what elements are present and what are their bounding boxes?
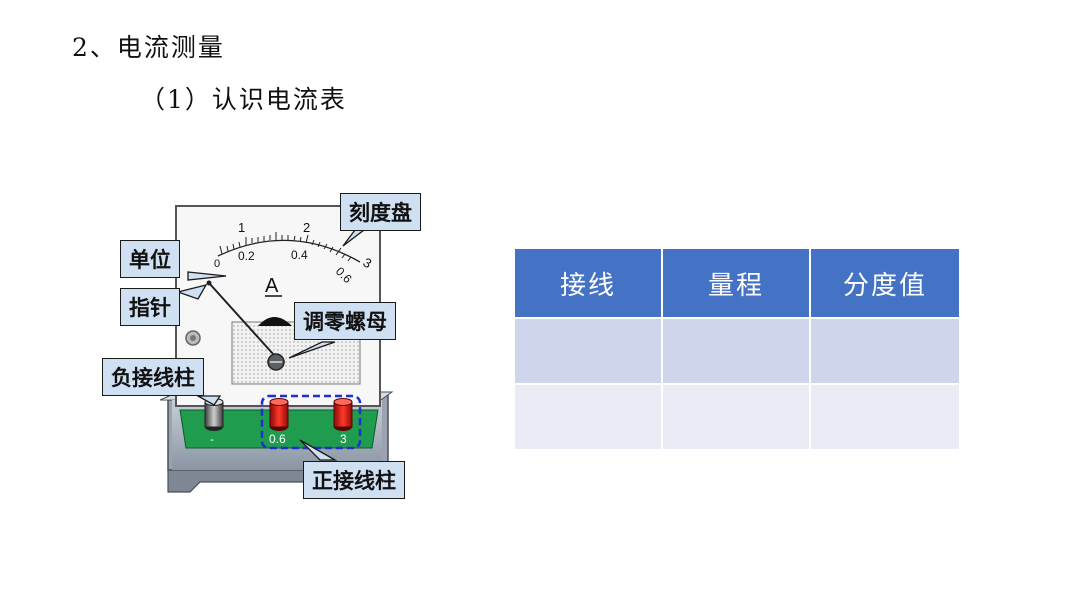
header-division-value: 分度值 [811,249,959,317]
terminal-label-0-6: 0.6 [269,432,286,446]
callout-pointer: 指针 [120,288,180,326]
callout-unit: 单位 [120,240,180,278]
positive-terminal-post-0-6 [269,398,289,431]
callout-dial: 刻度盘 [340,193,421,231]
terminal-label-3: 3 [340,432,347,446]
callout-pointers [175,229,366,461]
zero-adjust-screw [267,353,285,371]
slide-heading: 2、电流测量 [72,33,225,62]
table-cell [515,383,663,449]
unit-symbol: A [265,275,279,297]
table-cell [663,383,811,449]
table-cell [663,317,811,383]
terminal-label-neg: - [210,432,214,446]
callout-negative-terminal: 负接线柱 [102,358,204,396]
positive-terminals-highlight [260,394,362,450]
table-cell [515,317,663,383]
slide-subheading: （1）认识电流表 [140,85,347,114]
table-cell [811,383,959,449]
table-row [515,317,959,383]
scale-label-1: 1 [238,220,245,235]
header-wiring: 接线 [515,249,663,317]
scale-label-0-2: 0.2 [238,249,255,263]
callout-positive-terminal: 正接线柱 [303,461,405,499]
positive-terminal-post-3 [333,398,353,431]
pointer-needle [206,280,275,356]
header-range: 量程 [663,249,811,317]
table-cell [811,317,959,383]
scale-label-0: 0 [214,258,220,270]
callout-zero-adjust: 调零螺母 [294,302,396,340]
ammeter-illustration: 1 2 3 0 0.2 0.4 0.6 A - 0.6 3 [159,205,394,493]
table-header-row: 接线 量程 分度值 [515,249,959,317]
table-row [515,383,959,449]
scale-label-2: 2 [303,220,310,235]
scale-label-0-4: 0.4 [291,248,308,262]
range-table: 接线 量程 分度值 [515,249,959,449]
